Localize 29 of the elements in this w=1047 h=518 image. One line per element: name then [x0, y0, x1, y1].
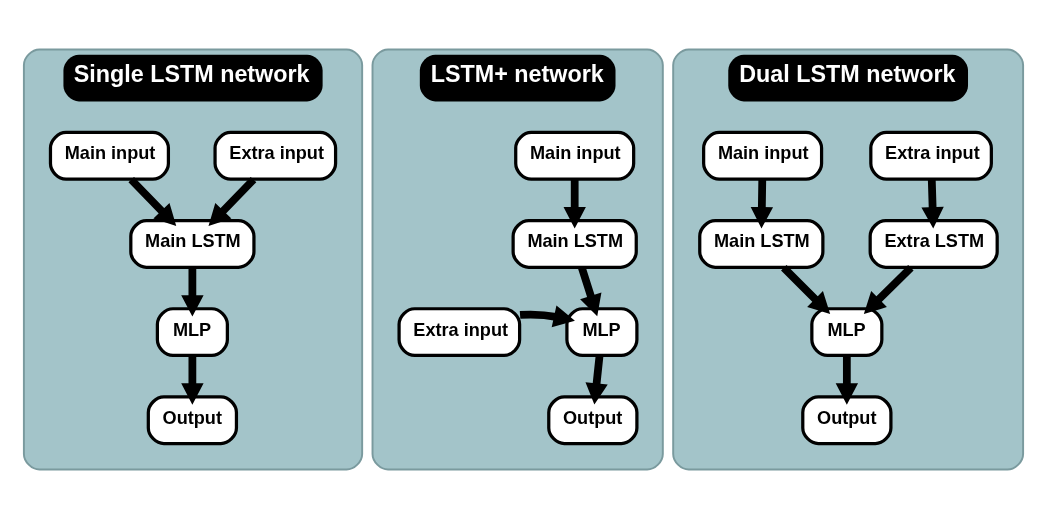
node-box: Main input — [702, 130, 824, 181]
arrow — [835, 355, 859, 405]
arrow — [128, 176, 177, 226]
arrow — [781, 264, 831, 314]
node-box: MLP — [155, 306, 229, 357]
node-box: Main input — [514, 130, 636, 181]
node-box: Output — [547, 394, 639, 445]
arrow — [181, 355, 204, 405]
arrow — [563, 179, 586, 228]
arrow — [585, 354, 608, 405]
node-box: Extra input — [397, 306, 522, 357]
arrow — [750, 179, 774, 228]
node-box: Output — [146, 394, 239, 445]
node-box: Extra input — [869, 130, 993, 181]
node-box: Main LSTM — [511, 218, 638, 269]
arrow — [519, 304, 575, 327]
node-box: Main LSTM — [698, 218, 825, 269]
arrow — [181, 267, 204, 317]
arrow — [578, 266, 602, 316]
node-box: MLP — [810, 306, 884, 357]
node-box: Main input — [48, 130, 170, 181]
node-box: Extra LSTM — [868, 218, 999, 269]
node-box: MLP — [565, 306, 639, 357]
node-box: Output — [801, 394, 893, 445]
node-box: Extra input — [213, 130, 338, 181]
arrow — [863, 264, 914, 314]
node-box: Main LSTM — [129, 218, 256, 269]
arrow — [921, 178, 944, 228]
arrow — [208, 176, 257, 226]
